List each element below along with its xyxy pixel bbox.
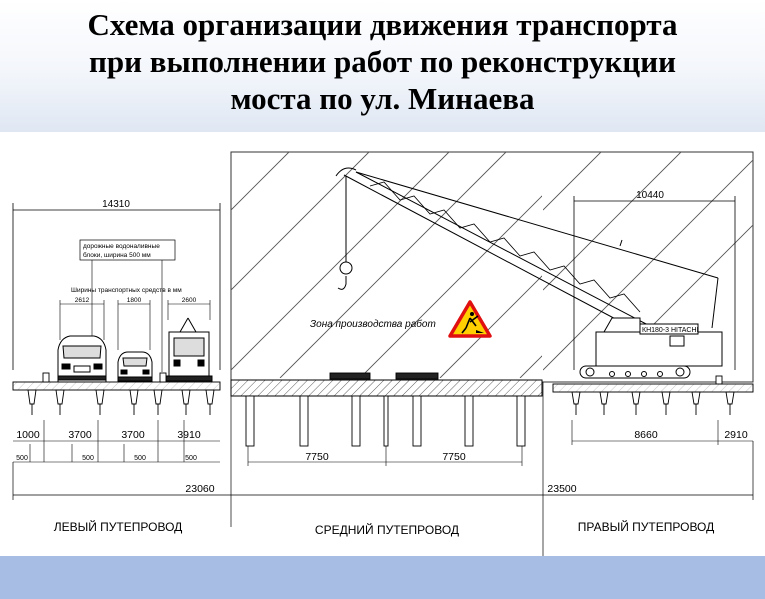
dim-right-top [573, 196, 736, 370]
left-overpass [12, 372, 221, 415]
right-dims [571, 420, 753, 445]
right-overpass [552, 375, 754, 415]
left-lane-dim-2: 3700 [68, 429, 92, 441]
vehicle-width-dims [59, 300, 211, 350]
section-label-right: ПРАВЫЙ ПУТЕПРОВОД [578, 519, 715, 534]
vehicle-width-1: 2612 [75, 297, 90, 304]
water-blocks-note-box [79, 239, 176, 261]
crane-label: КН180-3 HITACHI [642, 327, 699, 334]
left-lane-dim-1: 1000 [16, 429, 40, 441]
dim-left-top-label: 14310 [102, 199, 130, 210]
left-lane-dims [13, 420, 220, 463]
crane-icon [335, 167, 723, 379]
title-banner: Схема организации движения транспорта пр… [0, 0, 765, 132]
right-dim-2: 2910 [724, 429, 748, 441]
section-label-middle: СРЕДНИЙ ПУТЕПРОВОД [315, 522, 459, 537]
bottom-total-left: 23060 [185, 483, 214, 495]
right-dim-1: 8660 [634, 429, 658, 441]
title-line-1: Схема организации движения транспорта [87, 7, 678, 42]
vehicle-width-2: 1800 [127, 297, 142, 304]
vehicle-width-caption: Ширины транспортных средств в мм [71, 287, 182, 294]
left-lane-dim-4: 3910 [177, 429, 201, 441]
bottom-total-dims [12, 382, 754, 556]
left-lane-dim-3: 3700 [121, 429, 145, 441]
tram-icon [165, 317, 213, 382]
middle-span-dims [247, 446, 523, 466]
road-works-sign-icon [448, 300, 492, 338]
middle-span-dim-2: 7750 [442, 451, 466, 463]
title-line-2: при выполнении работ по реконструкции [89, 44, 676, 79]
water-blocks-note-line1: дорожные водоналивные [83, 243, 160, 250]
left-lane-sub-4: 500 [185, 455, 197, 462]
water-blocks-note-line2: блоки, ширина 500 мм [83, 251, 151, 259]
middle-overpass [230, 372, 543, 447]
car-icon [117, 351, 153, 383]
middle-span-dim-1: 7750 [305, 451, 329, 463]
bus-icon [57, 335, 107, 383]
title-line-3: моста по ул. Минаева [230, 81, 535, 116]
work-zone-label: Зона производства работ [310, 318, 436, 330]
left-lane-sub-1: 500 [16, 455, 28, 462]
left-lane-sub-3: 500 [134, 455, 146, 462]
footer-bar [0, 556, 765, 599]
section-label-left: ЛЕВЫЙ ПУТЕПРОВОД [54, 519, 183, 534]
bottom-total-right: 23500 [547, 483, 576, 495]
bridge-diagram: 14310 10440 дорожные водоналивные блоки,… [12, 151, 754, 556]
dim-left-top [12, 203, 221, 370]
left-lane-sub-2: 500 [82, 455, 94, 462]
dim-right-top-label: 10440 [636, 190, 664, 201]
vehicle-width-3: 2600 [182, 297, 197, 304]
page-title: Схема организации движения транспорта пр… [0, 6, 765, 117]
